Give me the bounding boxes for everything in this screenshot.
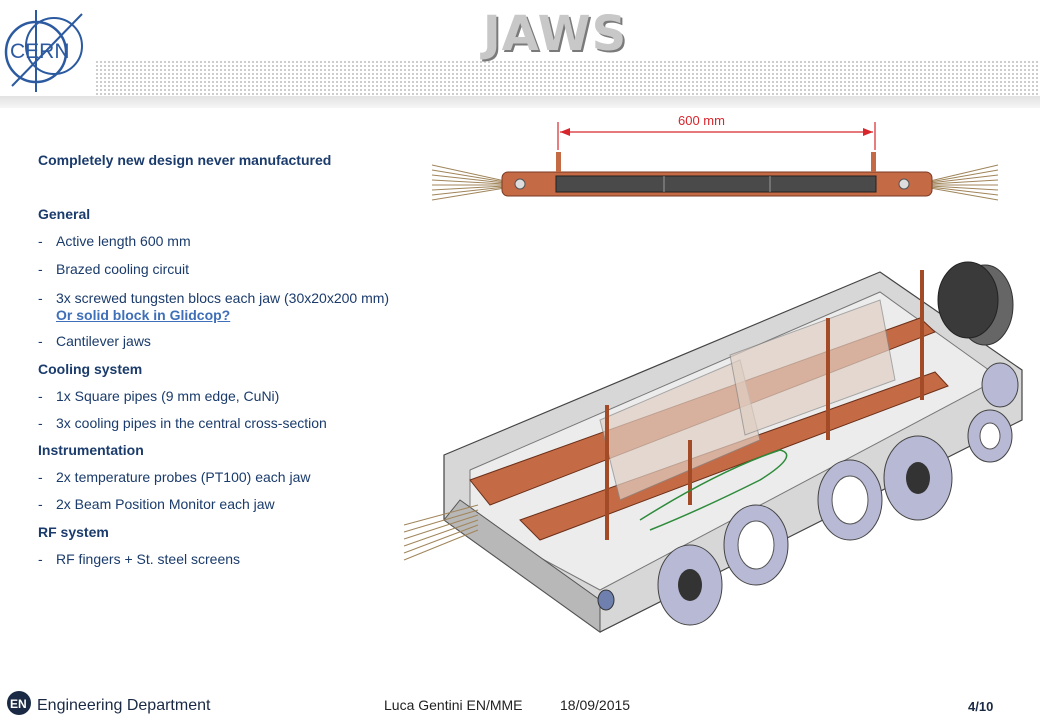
list-item: -2x temperature probes (PT100) each jaw [38, 469, 311, 485]
list-item: -1x Square pipes (9 mm edge, CuNi) [38, 388, 280, 404]
list-item: -Cantilever jaws [38, 333, 151, 349]
en-logo: EN [7, 691, 31, 715]
cern-logo: CERN [4, 10, 83, 92]
date: 18/09/2015 [560, 697, 631, 713]
section-heading-general: General [38, 206, 91, 222]
jaw-assembly-iso [403, 261, 1023, 633]
section-heading-instrumentation: Instrumentation [38, 442, 144, 458]
lead-statement: Completely new design never manufactured [38, 152, 332, 168]
glidcop-link[interactable]: Or solid block in Glidcop? [56, 307, 231, 323]
list-item: -3x cooling pipes in the central cross-s… [38, 415, 327, 431]
section-heading-rf: RF system [38, 524, 109, 540]
author: Luca Gentini EN/MME [384, 697, 523, 713]
cern-logo-text: CERN [10, 40, 70, 63]
department-name: Engineering Department [37, 697, 211, 714]
header-gradient-band [0, 96, 1040, 108]
list-item: -Brazed cooling circuit [38, 261, 190, 277]
en-logo-text: EN [10, 697, 27, 711]
section-heading-cooling: Cooling system [38, 361, 143, 377]
jaw-top-view [431, 152, 999, 201]
page-number: 4/10 [968, 699, 994, 714]
page-title: JAWS [482, 6, 628, 62]
list-item: -Active length 600 mm [38, 233, 191, 249]
list-item: -2x Beam Position Monitor each jaw [38, 496, 275, 512]
list-item: -3x screwed tungsten blocs each jaw (30x… [38, 290, 390, 306]
list-item: -RF fingers + St. steel screens [38, 551, 241, 567]
dimension-marker [557, 122, 876, 150]
dimension-label: 600 mm [678, 113, 725, 128]
